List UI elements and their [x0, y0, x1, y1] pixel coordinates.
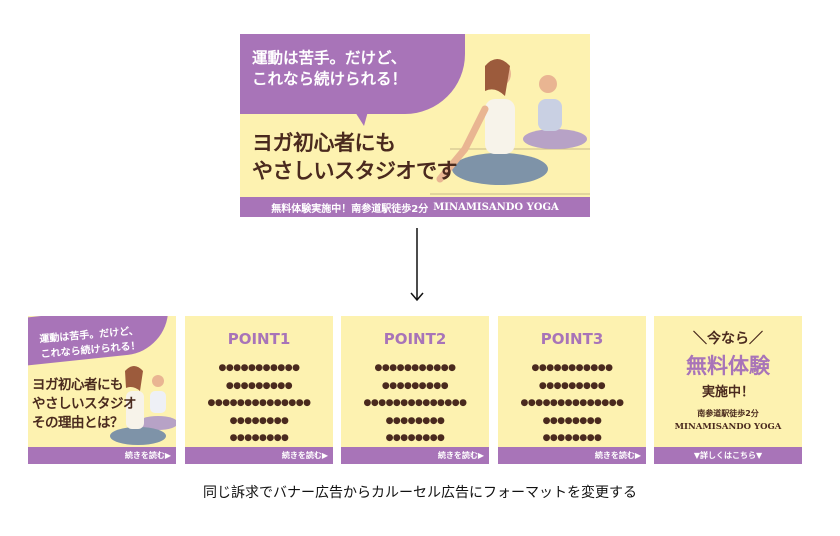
cta-now: ＼今なら／: [693, 331, 763, 347]
point-title: POINT2: [383, 330, 447, 348]
placeholder-row: ●●●●●●●●: [229, 433, 289, 443]
speech-bubble-tail: [350, 104, 370, 126]
placeholder-text: ●●●●●●●●●●● ●●●●●●●●● ●●●●●●●●●●●●●● ●●●…: [185, 360, 333, 448]
bubble-line: これなら続けられる！: [252, 70, 408, 88]
headline-line: やさしいスタジオです: [252, 159, 458, 183]
carousel-card-point2[interactable]: POINT2 ●●●●●●●●●●● ●●●●●●●●● ●●●●●●●●●●●…: [341, 316, 489, 464]
headline-line: ヨガ初心者にも: [32, 377, 124, 393]
placeholder-row: ●●●●●●●●●●●: [218, 363, 300, 373]
bar-brand: MINAMISANDO YOGA: [433, 201, 559, 213]
headline: ヨガ初心者にも やさしいスタジオ その理由とは？: [32, 376, 137, 433]
placeholder-row: ●●●●●●●●●●●●●●: [207, 398, 311, 408]
read-more-link[interactable]: 続きを読む▶: [341, 447, 489, 464]
placeholder-row: ●●●●●●●●●●●: [374, 363, 456, 373]
headline-line: その理由とは？: [32, 415, 124, 431]
speech-bubble: [240, 34, 465, 114]
cta-brand: MINAMISANDO YOGA: [674, 422, 782, 432]
yoga-illustration: [430, 59, 590, 195]
placeholder-row: ●●●●●●●●: [229, 415, 289, 426]
read-more-link[interactable]: 続きを読む▶: [28, 447, 176, 464]
cta-free-trial: 無料体験: [686, 354, 770, 378]
placeholder-row: ●●●●●●●●: [385, 433, 445, 443]
placeholder-row: ●●●●●●●●●●●●●●: [363, 398, 467, 408]
yoga-illustration: [110, 366, 176, 445]
placeholder-row: ●●●●●●●●●●●: [531, 363, 613, 373]
carousel-card-point1[interactable]: POINT1 ●●●●●●●●●●● ●●●●●●●●● ●●●●●●●●●●●…: [185, 316, 333, 464]
point-title: POINT3: [540, 330, 604, 348]
cta-access: 南参道駅徒歩2分: [697, 409, 759, 418]
placeholder-row: ●●●●●●●●: [542, 433, 602, 443]
original-banner-ad: 運動は苦手。だけど、 これなら続けられる！ ヨガ初心者にも やさしいスタジオです…: [240, 34, 590, 217]
headline: ヨガ初心者にも やさしいスタジオです: [252, 129, 458, 185]
point-title: POINT1: [227, 330, 291, 348]
placeholder-row: ●●●●●●●●: [385, 415, 445, 426]
placeholder-row: ●●●●●●●●: [542, 415, 602, 426]
caption: 同じ訴求でバナー広告からカルーセル広告にフォーマットを変更する: [203, 485, 637, 501]
placeholder-row: ●●●●●●●●●: [381, 380, 449, 391]
placeholder-row: ●●●●●●●●●: [538, 380, 606, 391]
carousel-card-cta[interactable]: ＼今なら／ 無料体験 実施中！ 南参道駅徒歩2分 MINAMISANDO YOG…: [654, 316, 802, 464]
carousel-card-intro[interactable]: 運動は苦手。だけど、 これなら続けられる！ ヨガ初心者にも やさしいスタジオ そ…: [28, 316, 176, 464]
bubble-line: 運動は苦手。だけど、: [252, 49, 407, 67]
bar-text-jp: 無料体験実施中！南参道駅徒歩2分: [271, 203, 429, 215]
placeholder-text: ●●●●●●●●●●● ●●●●●●●●● ●●●●●●●●●●●●●● ●●●…: [341, 360, 489, 448]
read-more-link[interactable]: 続きを読む▶: [498, 447, 646, 464]
read-more-link[interactable]: 続きを読む▶: [185, 447, 333, 464]
placeholder-row: ●●●●●●●●●: [225, 380, 293, 391]
details-link[interactable]: ▼詳しくはこちら▼: [654, 447, 802, 464]
down-arrow-icon: [410, 228, 424, 302]
headline-line: ヨガ初心者にも: [252, 131, 396, 155]
banner-footer-bar: 無料体験実施中！南参道駅徒歩2分 MINAMISANDO YOGA: [240, 197, 590, 217]
placeholder-text: ●●●●●●●●●●● ●●●●●●●●● ●●●●●●●●●●●●●● ●●●…: [498, 360, 646, 448]
placeholder-row: ●●●●●●●●●●●●●●: [520, 398, 624, 408]
bubble-text: 運動は苦手。だけど、 これなら続けられる！: [252, 48, 407, 90]
carousel-card-point3[interactable]: POINT3 ●●●●●●●●●●● ●●●●●●●●● ●●●●●●●●●●●…: [498, 316, 646, 464]
headline-line: やさしいスタジオ: [32, 396, 137, 412]
cta-ongoing: 実施中！: [701, 385, 754, 400]
